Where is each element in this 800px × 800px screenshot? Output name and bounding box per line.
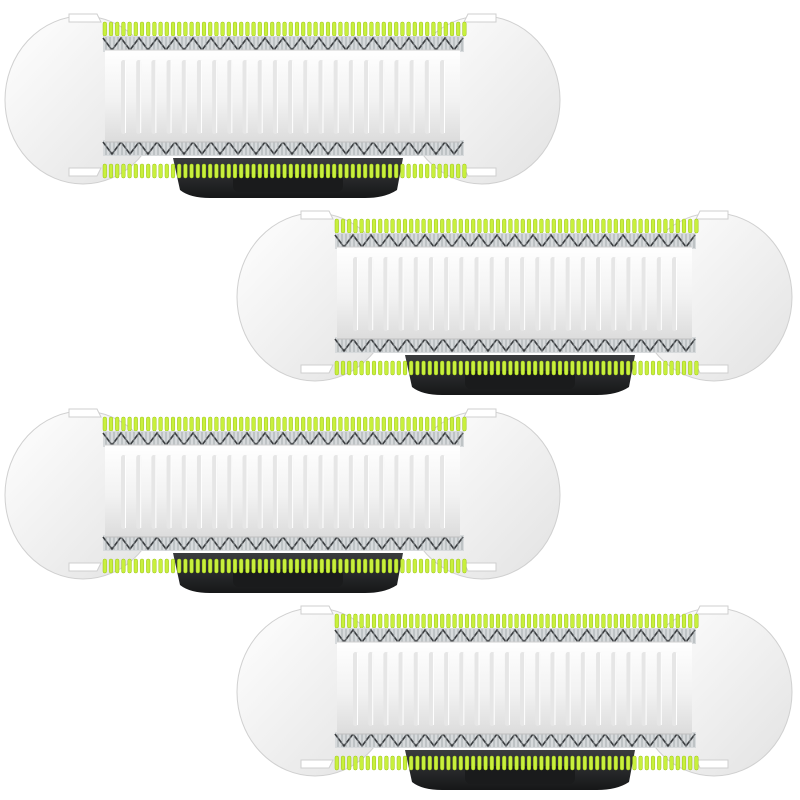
- bottom-comb-guard: [334, 337, 696, 353]
- top-comb-guard: [102, 36, 464, 52]
- cartridge-body: [105, 445, 460, 537]
- cartridge-1: [4, 13, 561, 198]
- body-ribs: [353, 257, 677, 331]
- bottom-blade-teeth: [334, 755, 699, 771]
- top-blade-teeth: [102, 21, 467, 37]
- cartridge-2: [236, 210, 793, 395]
- cartridge-4: [236, 605, 793, 790]
- top-blade-teeth: [102, 416, 467, 432]
- cartridge-body: [337, 642, 692, 734]
- cartridge-3: [4, 408, 561, 593]
- bottom-blade-teeth: [334, 360, 699, 376]
- top-blade-teeth: [334, 218, 699, 234]
- top-comb-guard: [334, 628, 696, 644]
- cartridge-body: [105, 50, 460, 142]
- bottom-comb-guard: [102, 535, 464, 551]
- body-ribs: [121, 60, 445, 134]
- cartridge-body: [337, 247, 692, 339]
- top-comb-guard: [334, 233, 696, 249]
- bottom-blade-teeth: [102, 558, 467, 574]
- body-ribs: [121, 455, 445, 529]
- bottom-comb-guard: [102, 140, 464, 156]
- bottom-blade-teeth: [102, 163, 467, 179]
- top-comb-guard: [102, 431, 464, 447]
- top-blade-teeth: [334, 613, 699, 629]
- body-ribs: [353, 652, 677, 726]
